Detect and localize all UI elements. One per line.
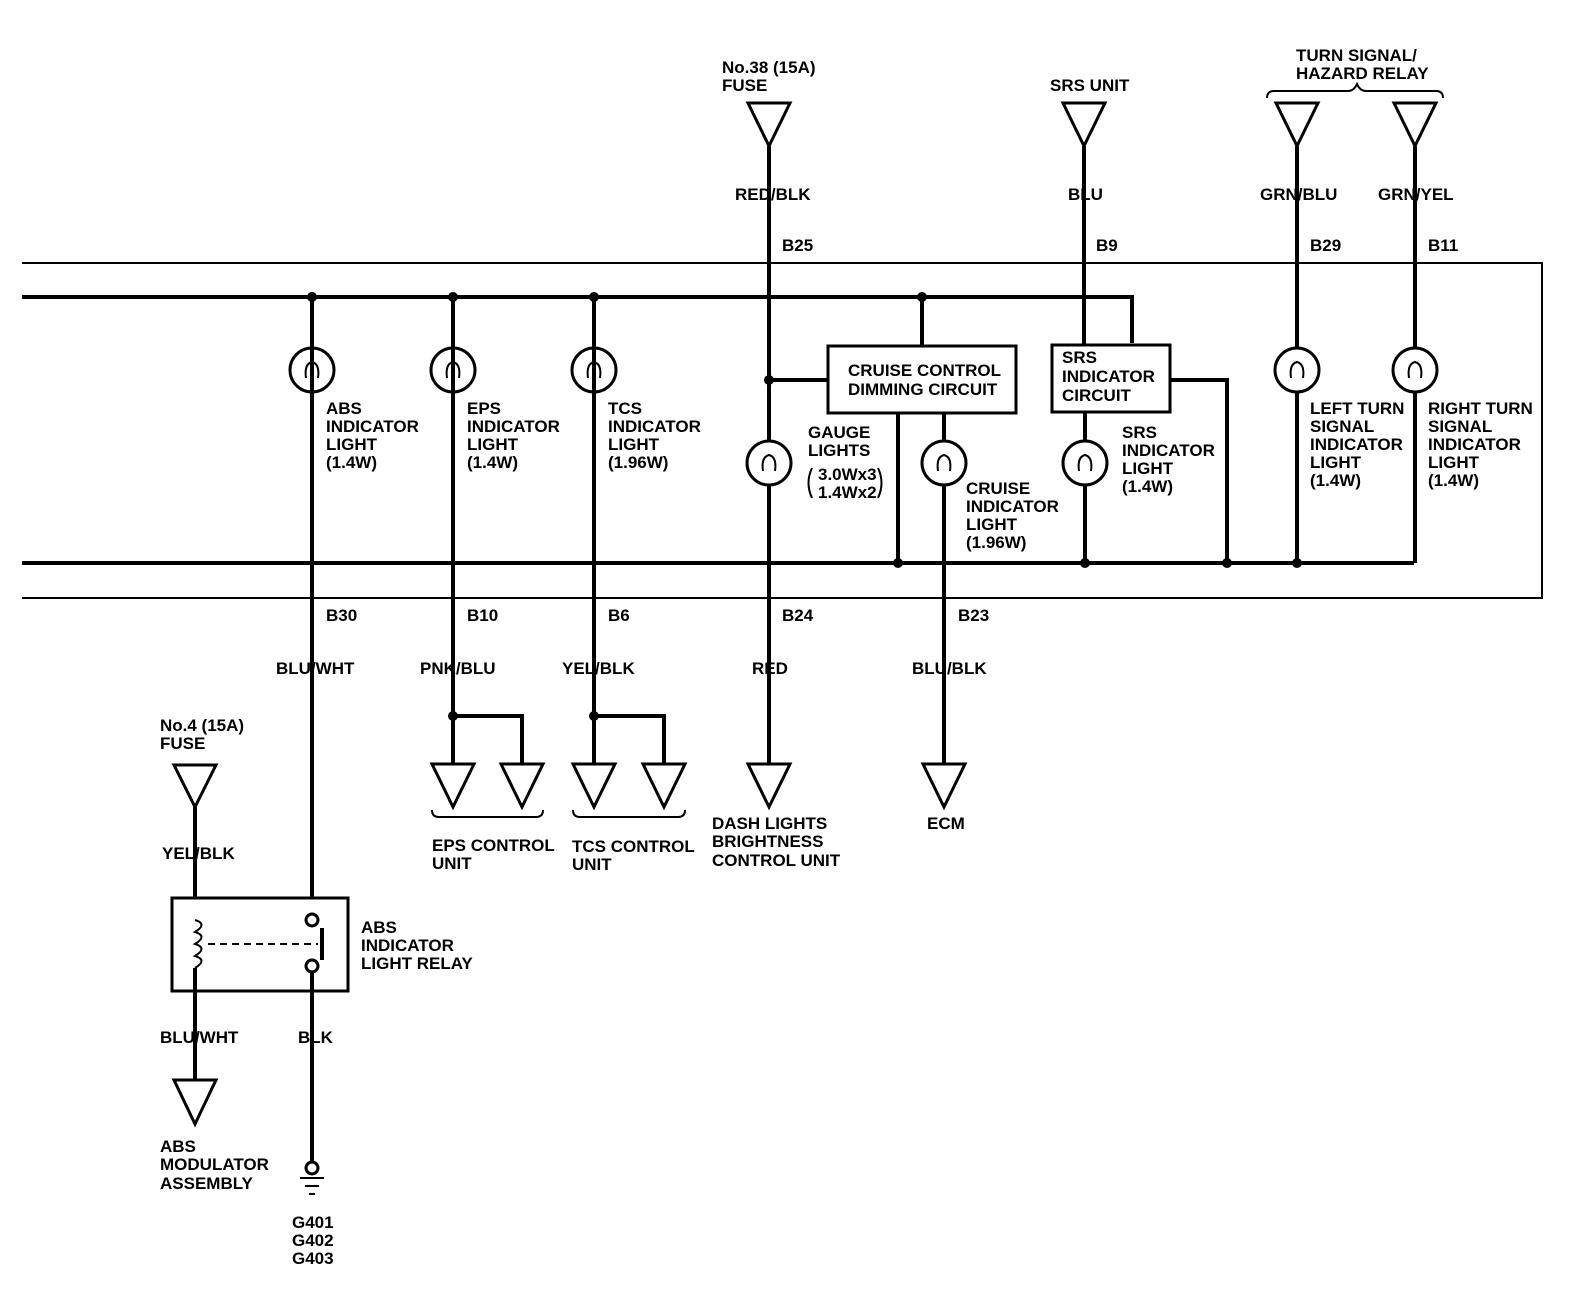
eps-connector-2-icon — [498, 762, 546, 811]
wire-color-relay-coil: BLU/WHT — [160, 1028, 239, 1047]
fuse4-label: No.4 (15A) FUSE — [160, 716, 249, 753]
gauge-assembly-outline — [22, 262, 1543, 599]
wire-color-srs-unit: BLU — [1068, 185, 1103, 204]
turn-left-connector-icon — [1273, 101, 1321, 150]
ecm-label: ECM — [927, 814, 965, 833]
wire-color-tcs: YEL/BLK — [562, 659, 635, 678]
srs-indicator-circuit-label: SRS INDICATOR CIRCUIT — [1062, 348, 1160, 405]
gauge-junction-node — [764, 375, 774, 385]
dash-lights-connector-icon — [745, 762, 793, 811]
turn-right-connector-icon — [1391, 101, 1439, 150]
ecm-connector-icon — [920, 762, 968, 811]
relay-contact-lower-icon — [304, 958, 320, 974]
pin-b30: B30 — [326, 606, 357, 625]
tcs-control-unit-label: TCS CONTROL UNIT — [572, 837, 699, 874]
gauge-lights-bulb-icon — [745, 439, 793, 487]
pin-b10: B10 — [467, 606, 498, 625]
right-turn-indicator-bulb-icon — [1391, 346, 1439, 394]
pin-b6: B6 — [608, 606, 630, 625]
gauge-ratings-close-paren — [877, 467, 883, 499]
wire-color-cruise: BLU/BLK — [912, 659, 987, 678]
abs-modulator-connector-icon — [171, 1078, 219, 1128]
wire-eps-branch — [453, 714, 524, 764]
pin-b24: B24 — [782, 606, 814, 625]
relay-contact-upper-icon — [304, 912, 320, 928]
gauge-lights-ratings: 3.0Wx3 1.4Wx2 — [818, 465, 881, 502]
left-turn-indicator-bulb-icon — [1273, 346, 1321, 394]
tcs-indicator-light-label: TCS INDICATOR LIGHT (1.96W) — [608, 399, 706, 472]
fuse38-label: No.38 (15A) FUSE — [722, 58, 820, 95]
srs-indicator-circuit-box — [1050, 343, 1172, 414]
cruise-dimming-circuit-label: CRUISE CONTROL DIMMING CIRCUIT — [848, 361, 1005, 399]
ground-symbol-icon — [300, 1160, 324, 1195]
srs-indicator-bulb-icon — [1061, 439, 1109, 487]
pin-b11: B11 — [1428, 236, 1458, 255]
wire-color-turn-right: GRN/YEL — [1378, 185, 1454, 204]
srs-unit-label: SRS UNIT — [1050, 76, 1130, 95]
pin-b9: B9 — [1096, 236, 1118, 255]
turn-relay-label: TURN SIGNAL/ HAZARD RELAY — [1296, 46, 1429, 83]
dash-lights-brightness-control-unit-label: DASH LIGHTS BRIGHTNESS CONTROL UNIT — [712, 814, 841, 870]
abs-indicator-light-label: ABS INDICATOR LIGHT (1.4W) — [326, 399, 424, 472]
wire-color-gauge: RED — [752, 659, 788, 678]
tcs-connector-2-icon — [640, 762, 688, 811]
fuse38-connector-icon — [745, 101, 793, 150]
pin-b23: B23 — [958, 606, 989, 625]
cruise-indicator-bulb-icon — [920, 439, 968, 487]
eps-bracket — [431, 809, 544, 818]
tcs-bracket — [572, 809, 686, 818]
wire-color-relay-ground: BLK — [298, 1028, 334, 1047]
wire-color-abs: BLU/WHT — [276, 659, 355, 678]
cruise-indicator-light-label: CRUISE INDICATOR LIGHT (1.96W) — [966, 479, 1064, 552]
ground-points-label: G401 G402 G403 — [292, 1213, 338, 1268]
wire-color-fuse38: RED/BLK — [735, 185, 811, 204]
gauge-lights-label: GAUGE LIGHTS — [808, 423, 875, 460]
relay-coil-icon — [192, 919, 203, 969]
left-turn-indicator-light-label: LEFT TURN SIGNAL INDICATOR LIGHT (1.4W) — [1310, 399, 1409, 490]
srs-indicator-light-label: SRS INDICATOR LIGHT (1.4W) — [1122, 423, 1220, 496]
wire-tcs-branch — [594, 714, 666, 764]
gauge-ratings-open-paren — [807, 467, 813, 499]
srs-unit-connector-icon — [1060, 101, 1108, 150]
wire-color-eps: PNK/BLU — [420, 659, 496, 678]
right-turn-indicator-light-label: RIGHT TURN SIGNAL INDICATOR LIGHT (1.4W) — [1428, 399, 1538, 490]
tcs-connector-1-icon — [570, 762, 618, 811]
wire-color-turn-left: GRN/BLU — [1260, 185, 1337, 204]
eps-indicator-light-label: EPS INDICATOR LIGHT (1.4W) — [467, 399, 565, 472]
abs-modulator-assembly-label: ABS MODULATOR ASSEMBLY — [160, 1137, 274, 1193]
fuse4-connector-icon — [171, 763, 219, 811]
pin-b25: B25 — [782, 236, 813, 255]
tcs-branch-node — [589, 711, 599, 721]
eps-control-unit-label: EPS CONTROL UNIT — [432, 836, 559, 873]
eps-connector-1-icon — [429, 762, 477, 811]
abs-indicator-light-relay-label: ABS INDICATOR LIGHT RELAY — [361, 918, 473, 973]
wire-srs-circuit-ground — [1170, 378, 1229, 563]
wire-color-fuse4: YEL/BLK — [162, 844, 235, 863]
turn-relay-bracket — [1266, 81, 1444, 99]
pin-b29: B29 — [1310, 236, 1341, 255]
eps-branch-node — [448, 711, 458, 721]
power-bus — [22, 295, 1134, 343]
